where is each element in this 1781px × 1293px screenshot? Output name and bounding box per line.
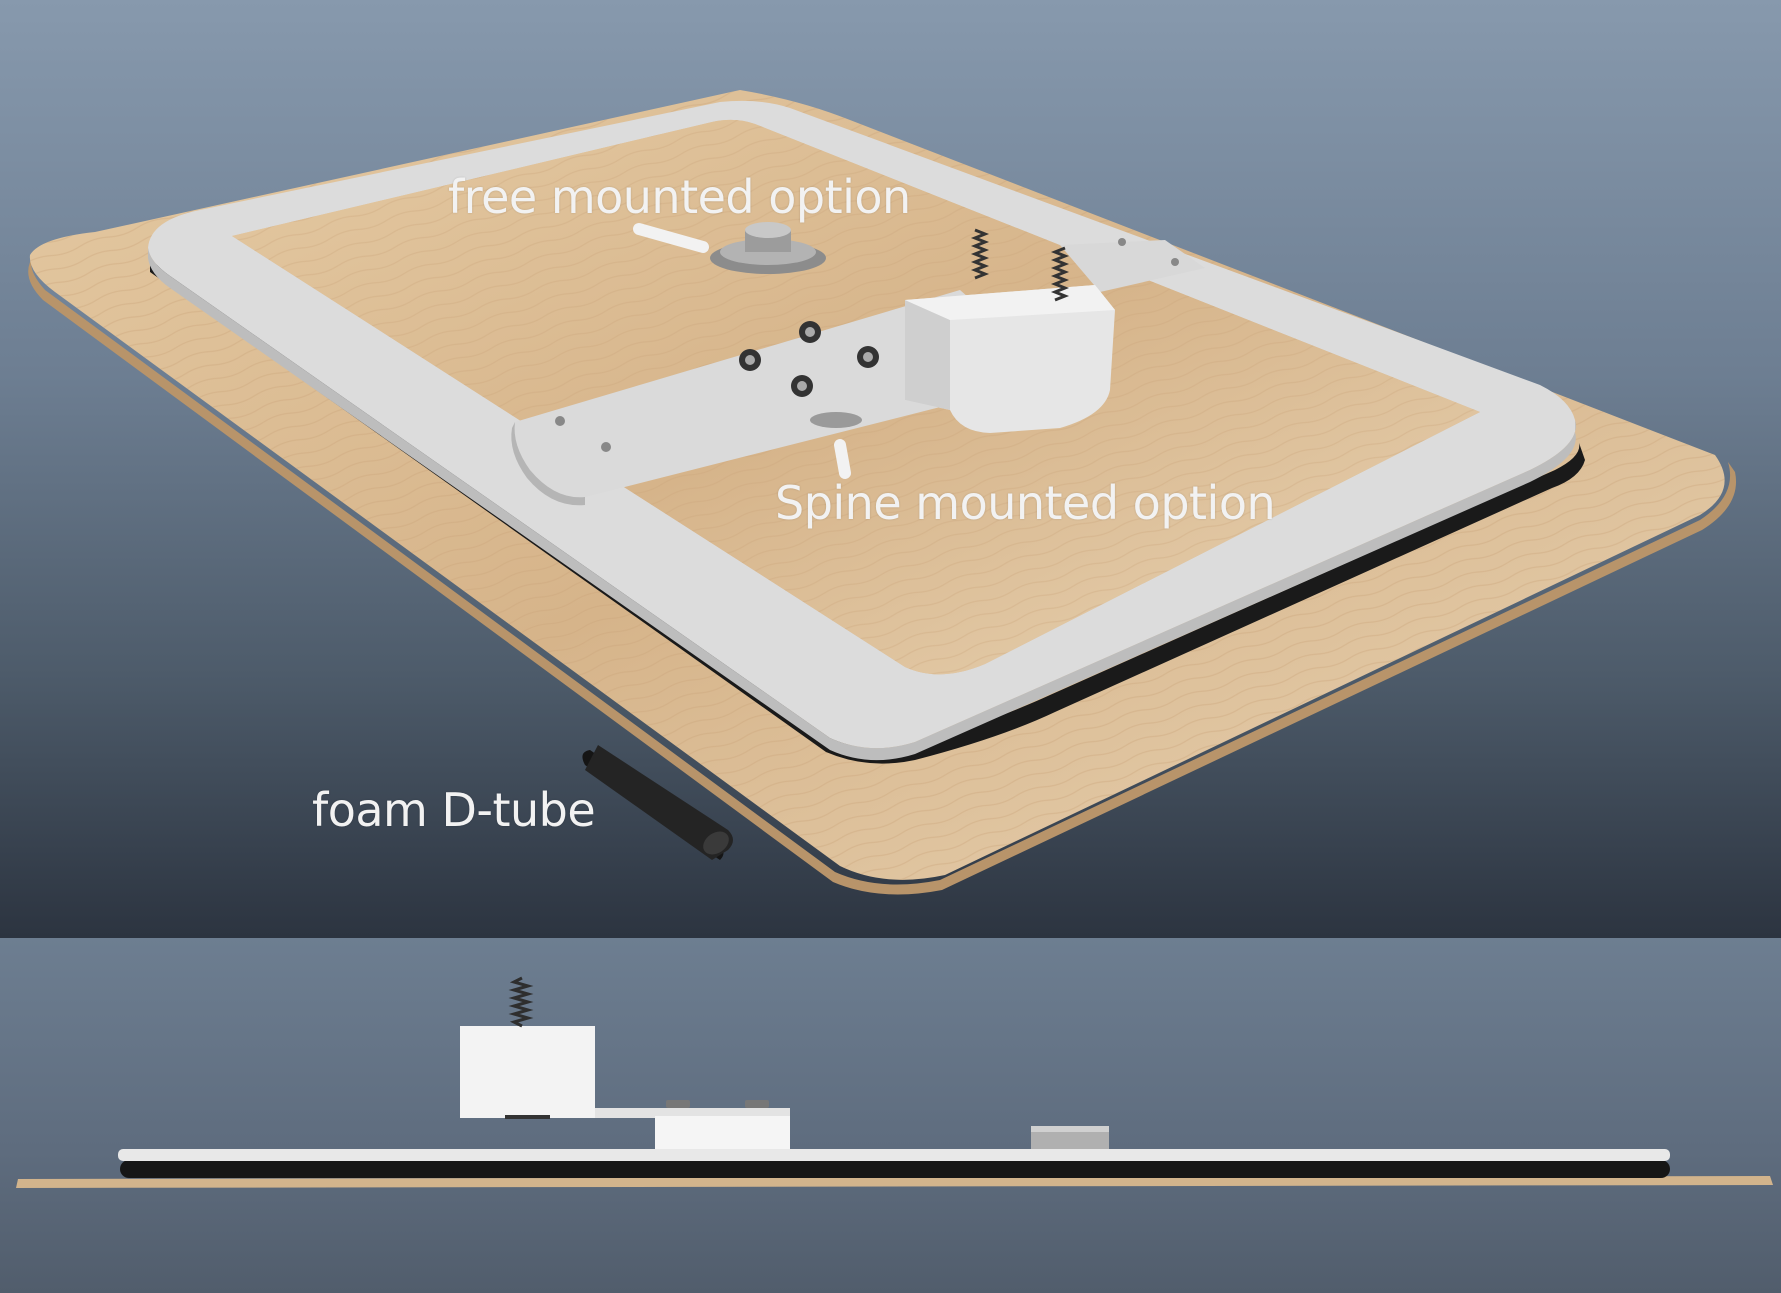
perspective-view-panel: free mounted option Spine mounted option… — [0, 0, 1781, 938]
side-free-knob — [1031, 1126, 1109, 1149]
frame-ring — [148, 100, 1576, 749]
side-mount-block — [460, 1026, 595, 1118]
spine-bracket — [514, 290, 1000, 498]
side-lower-bracket — [655, 1116, 790, 1149]
free-mounted-option-label: free mounted option — [448, 170, 911, 224]
mount-block — [905, 285, 1115, 433]
free-mounted-pointer — [633, 223, 709, 253]
side-bolts — [666, 1100, 769, 1108]
perspective-illustration — [28, 90, 1737, 895]
spring-left — [970, 228, 990, 280]
foam-d-tube — [582, 745, 733, 860]
frame-cross-arm — [1060, 240, 1205, 292]
free-mounted-knob — [710, 222, 826, 274]
side-wood-base — [16, 1176, 1773, 1188]
side-spring — [508, 976, 534, 1028]
spring-right — [1050, 246, 1070, 302]
side-gasket — [120, 1160, 1670, 1178]
spine-mounted-option-label: Spine mounted option — [775, 476, 1276, 530]
side-bracket-arm — [595, 1108, 790, 1118]
side-view-illustration — [16, 976, 1773, 1188]
spine-mounted-knob — [810, 412, 862, 428]
side-view-panel — [0, 938, 1781, 1293]
foam-d-tube-label: foam D-tube — [312, 783, 596, 837]
bracket-bolts — [555, 238, 1179, 452]
spine-mounted-pointer — [834, 439, 851, 479]
side-frame-plate — [118, 1149, 1670, 1161]
